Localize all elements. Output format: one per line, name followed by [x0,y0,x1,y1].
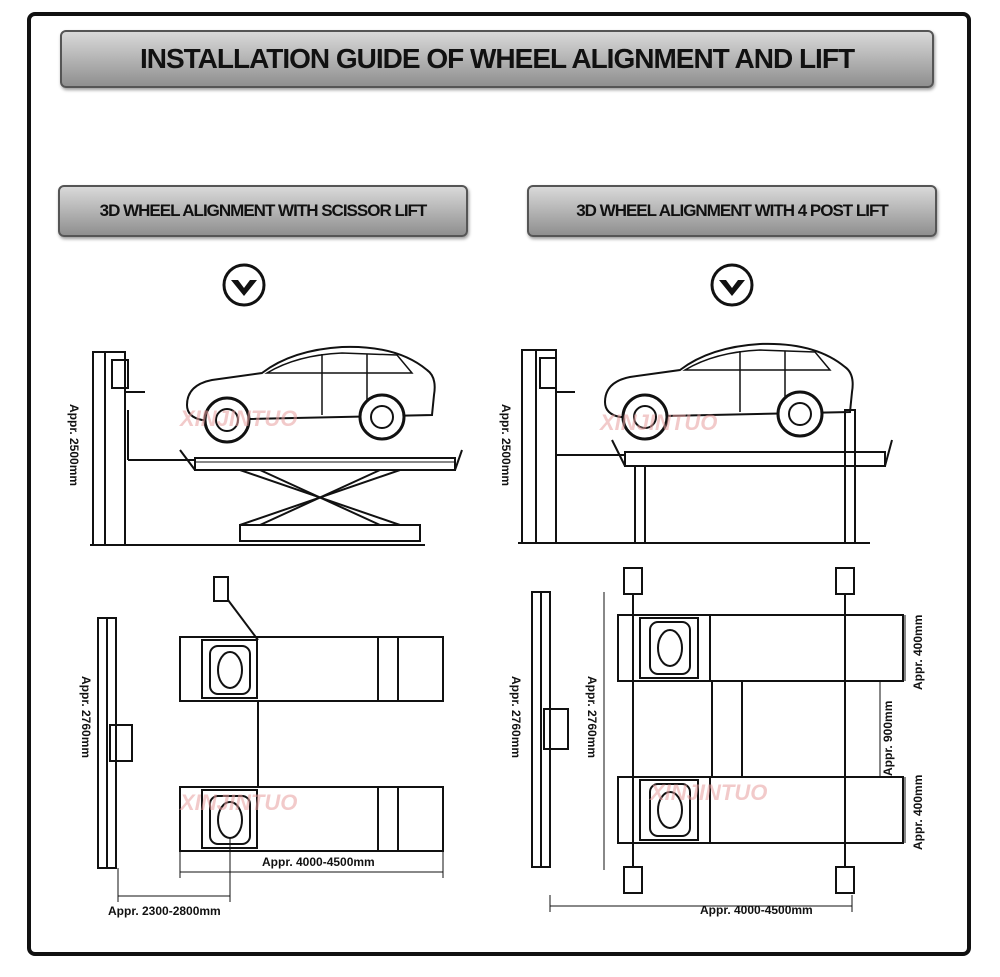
main-title-banner: INSTALLATION GUIDE OF WHEEL ALIGNMENT AN… [60,30,934,88]
watermark-left-bottom: XINJINTUO [178,790,297,815]
four-post-lift-heading: 3D WHEEL ALIGNMENT WITH 4 POST LIFT [576,201,889,220]
four-post-inner-width-dimension: Appr. 2760mm [585,676,599,758]
four-post-lift-side-view [518,342,893,544]
down-arrow-icon-right [710,263,754,307]
watermark-right-top: XINJINTUO [598,410,717,435]
four-post-height-dimension: Appr. 2500mm [499,404,513,486]
scissor-lift-top-view [97,576,444,902]
runway-gap-dimension: Appr. 900mm [881,701,895,776]
watermark-right-bottom: XINJINTUO [648,780,767,805]
scissor-distance-dimension: Appr. 2300-2800mm [108,904,221,918]
four-post-lift-top-view [531,567,906,912]
scissor-lift-heading-banner: 3D WHEEL ALIGNMENT WITH SCISSOR LIFT [58,185,468,237]
scissor-lift-side-view [90,345,463,546]
watermark-left-top: XINJINTUO [178,406,297,431]
four-post-outer-width-dimension: Appr. 2760mm [509,676,523,758]
runway-bottom-dimension: Appr. 400mm [911,775,925,850]
main-title: INSTALLATION GUIDE OF WHEEL ALIGNMENT AN… [139,43,855,74]
outer-frame [27,12,971,956]
scissor-height-dimension: Appr. 2500mm [67,404,81,486]
four-post-lift-heading-banner: 3D WHEEL ALIGNMENT WITH 4 POST LIFT [527,185,937,237]
scissor-lift-heading: 3D WHEEL ALIGNMENT WITH SCISSOR LIFT [99,201,428,220]
four-post-length-dimension: Appr. 4000-4500mm [700,903,813,917]
runway-top-dimension: Appr. 400mm [911,615,925,690]
down-arrow-icon-left [222,263,266,307]
scissor-width-dimension: Appr. 2760mm [79,676,93,758]
scissor-length-dimension: Appr. 4000-4500mm [262,855,375,869]
